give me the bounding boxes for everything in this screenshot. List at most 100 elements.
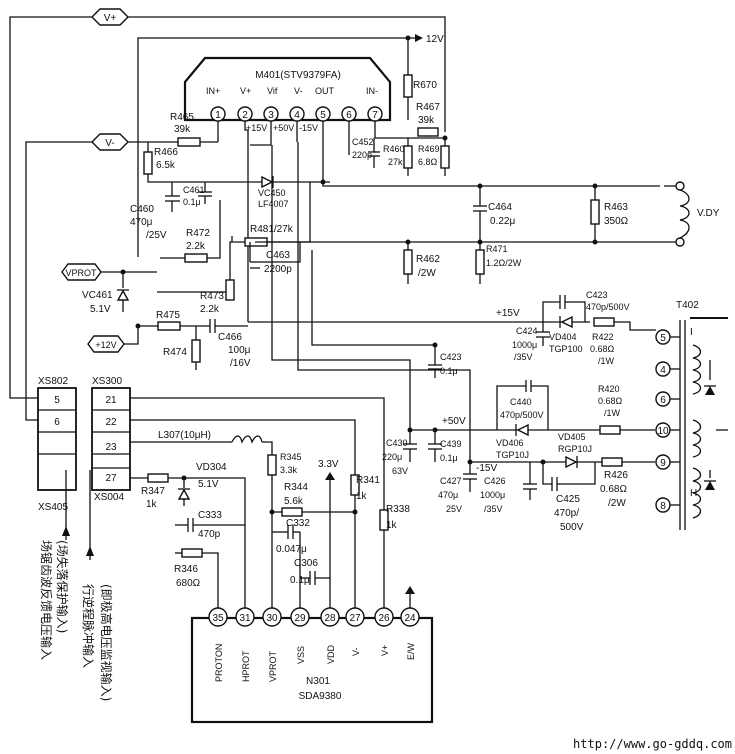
r345-val: 3.3k (280, 465, 298, 475)
m401-pin-name-inplus: IN+ (206, 86, 220, 96)
c430-ref: C430 (386, 438, 408, 448)
c430: C430 220μ 63V (382, 430, 417, 476)
m401-pin-6: 6 (341, 106, 357, 122)
t402-pin-6: 6 (655, 391, 671, 407)
m401-pin-6-num: 6 (346, 110, 352, 121)
t402-pin-10: 10 (655, 422, 671, 438)
n301-pin-35-num: 35 (212, 613, 224, 624)
c333-val: 470p (198, 529, 221, 540)
r341-ref: R341 (356, 475, 380, 486)
r462-val: /2W (418, 268, 436, 279)
r426-watt: /2W (608, 498, 626, 509)
r466: R466 6.5k (143, 142, 330, 183)
v-minus-rail: V- (25, 133, 218, 421)
r466-ref: R466 (154, 147, 178, 158)
c440-val: 470p/500V (500, 410, 544, 420)
c466-ref: C466 (218, 332, 242, 343)
t402-letter-i: I (690, 327, 693, 338)
c333-ref: C333 (198, 510, 222, 521)
m401-pin-name-vminus: V- (294, 86, 303, 96)
c466-volt: /16V (230, 358, 251, 369)
vd405-ref: VD405 (558, 432, 586, 442)
r465-val: 39k (174, 124, 191, 135)
c427-ref: C427 (440, 476, 462, 486)
r467: R467 39k (416, 102, 440, 137)
m401-pin-2-num: 2 (242, 110, 248, 121)
r471: R471 1.2Ω/2W (475, 242, 522, 284)
vd404-ref: VD404 (549, 332, 577, 342)
t402-pin-6-num: 6 (660, 395, 666, 406)
c424-volt: /35V (514, 352, 533, 362)
m401-pin-5: 5 (315, 106, 331, 122)
r462: R462 /2W (403, 242, 440, 284)
c463-val: 2200p (264, 264, 292, 275)
r469: R469 6.8Ω (418, 138, 450, 176)
c306-ref: C306 (294, 558, 318, 569)
m401-pin-7: 7 (367, 106, 383, 122)
c332-val: 0.047μ (276, 544, 307, 555)
t402-ref: T402 (676, 300, 699, 311)
note-flyback-pulse: 行逆程脉冲输入 (81, 584, 96, 668)
plus-15v-rail: +15V (248, 308, 590, 323)
vd404-val: TGP100 (549, 344, 583, 354)
r471-val: 1.2Ω/2W (486, 258, 522, 268)
c461: C461 0.1μ (183, 182, 212, 207)
vd406-ref: VD406 (496, 438, 524, 448)
c306: C306 0.1μ (290, 558, 330, 586)
r345: R345 3.3k (267, 452, 302, 610)
c425: C425 470p/ 500V (542, 462, 596, 533)
r341: R341 1k (350, 474, 380, 610)
r463: R463 350Ω (590, 186, 629, 242)
m401-pin-name-inminus: IN- (366, 86, 378, 96)
c427-val: 470μ (438, 490, 458, 500)
n301-pin-name-vplus: V+ (380, 645, 390, 656)
r460: R460 27k (383, 138, 413, 176)
plus-15v-label: +15V (496, 308, 520, 319)
n301-pin-31-num: 31 (239, 613, 251, 624)
r670: R670 (403, 74, 437, 98)
c333: C333 470p (175, 510, 245, 540)
c461-ref: C461 (183, 185, 205, 195)
r475-ref: R475 (156, 310, 180, 321)
m401-pin-4: 4 (289, 106, 305, 122)
n301-pin-35: 35 (208, 607, 228, 627)
r346-ref: R346 (174, 564, 198, 575)
c426: C426 1000μ /35V (480, 462, 537, 514)
c460-ref: C460 (130, 204, 154, 215)
r347-ref: R347 (141, 486, 165, 497)
t402-pin-5: 5 (655, 329, 671, 345)
n301-pin-26: 26 (374, 607, 394, 627)
c426-volt: /35V (484, 504, 503, 514)
r422-watt: /1W (598, 356, 615, 366)
vc450-diode: VC450 LF4007 (258, 175, 289, 209)
r463-ref: R463 (604, 202, 628, 213)
c423-top-val: 470p/500V (586, 302, 630, 312)
m401-pin-1: 1 (210, 106, 226, 122)
vc450-val: LF4007 (258, 199, 289, 209)
n301-pin-24-num: 24 (404, 613, 416, 624)
c430-volt: 63V (392, 466, 408, 476)
t402-pin-4-num: 4 (660, 365, 666, 376)
r473-val: 2.2k (200, 304, 220, 315)
r467-ref: R467 (416, 102, 440, 113)
v-dy-yoke: V.DY (664, 181, 720, 247)
r420-watt: /1W (604, 408, 621, 418)
t402-pins: 5 4 6 10 9 8 (655, 329, 680, 513)
c466-val: 100μ (228, 345, 251, 356)
n301-pin-27-num: 27 (349, 613, 361, 624)
vdd-supply-3v3: 3.3V (318, 459, 339, 610)
c461-val: 0.1μ (183, 197, 201, 207)
c425-val: 470p/ (554, 508, 579, 519)
xs004-ref: XS004 (94, 492, 124, 503)
t402-pin-10-num: 10 (657, 426, 669, 437)
t402-pin-9: 9 (655, 454, 671, 470)
m401-pin-1-num: 1 (215, 110, 221, 121)
r474: R474 (163, 326, 201, 370)
vd404: VD404 TGP100 (549, 315, 583, 354)
xs802-pin-5: 5 (54, 395, 60, 406)
c423-top-ref: C423 (586, 290, 608, 300)
vprot-label: VPROT (65, 268, 97, 278)
c460-volt: /25V (146, 230, 167, 241)
v-plus-label: V+ (104, 13, 117, 24)
